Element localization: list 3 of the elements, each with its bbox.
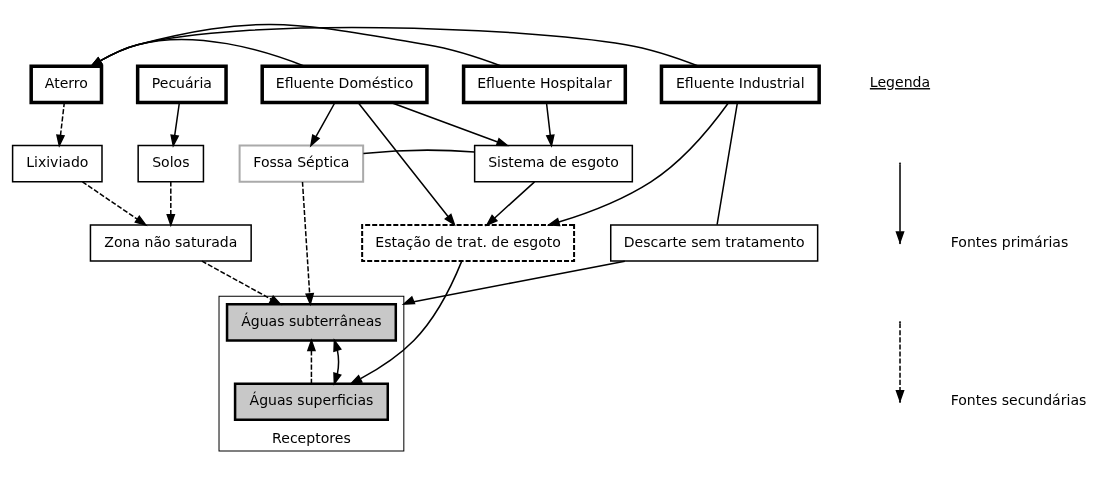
label: Legenda	[869, 74, 931, 91]
legend-label: Fontes secundárias	[950, 392, 1087, 409]
legend-label: Fontes primárias	[950, 233, 1069, 250]
